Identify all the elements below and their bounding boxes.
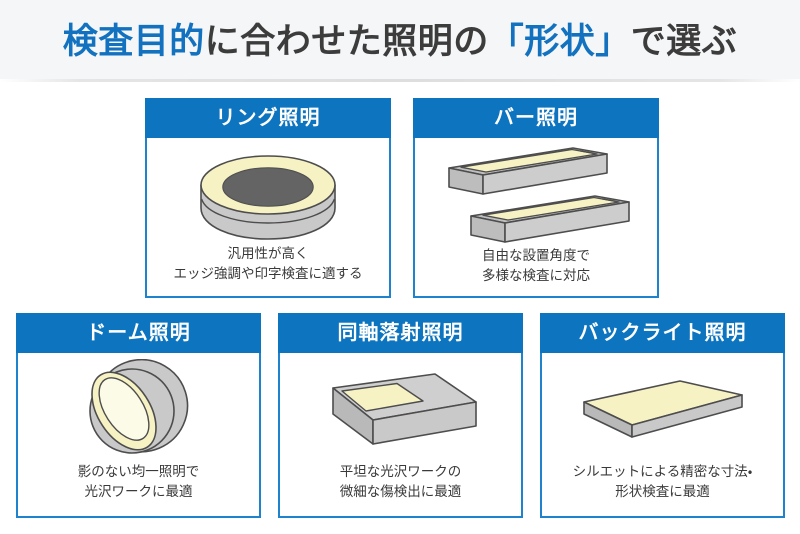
card-caption-coaxial-light: 平坦な光沢ワークの 微細な傷検出に最適 <box>339 463 462 499</box>
card-title-ring-light: リング照明 <box>145 98 391 138</box>
page-title-segment-1: 検査目的 <box>62 21 205 61</box>
card-title-dome-light: ドーム照明 <box>16 313 261 353</box>
card-body-ring-light: 汎用性が高く エッジ強調や印字検査に適する <box>147 138 389 297</box>
backlight-icon <box>583 380 743 439</box>
card-body-coaxial-light: 平坦な光沢ワークの 微細な傷検出に最適 <box>280 353 521 516</box>
card-row-bottom: ドーム照明 影のない均一照明で 光沢ワークに最適 <box>16 313 786 518</box>
page-title-segment-2: に合わせた照明の <box>204 21 489 61</box>
card-bar-light[interactable]: バー照明 <box>413 98 659 298</box>
card-dome-light[interactable]: ドーム照明 影のない均一照明で 光沢ワークに最適 <box>16 313 261 518</box>
card-caption-bar-light: 自由な設置角度で 多様な検査に対応 <box>482 248 590 284</box>
card-title-bar-light: バー照明 <box>413 98 659 138</box>
card-row-top: リング照明 汎用性が高く エッジ強調や印字検査に適する <box>145 98 660 298</box>
card-backlight[interactable]: バックライト照明 シルエットによる精密な寸法・ 形状検査に <box>540 313 785 518</box>
card-ring-light[interactable]: リング照明 汎用性が高く エッジ強調や印字検査に適する <box>145 98 391 298</box>
bar-light-icon <box>448 147 630 243</box>
card-coaxial-light[interactable]: 同軸落射照明 <box>278 313 523 518</box>
page-title-banner: 検査目的に合わせた照明の「形状」で選ぶ <box>0 0 800 82</box>
card-caption-backlight: シルエットによる精密な寸法・ 形状検査に最適 <box>572 463 753 499</box>
card-caption-dome-light: 影のない均一照明で 光沢ワークに最適 <box>77 463 200 499</box>
card-title-backlight: バックライト照明 <box>540 313 785 353</box>
ring-light-icon <box>200 155 336 240</box>
page-title-segment-3: 「形状」 <box>488 21 631 61</box>
figure-bar-light <box>415 142 657 246</box>
figure-backlight <box>542 357 783 462</box>
page-title-segment-4: で選ぶ <box>630 21 738 61</box>
coaxial-light-icon <box>332 373 477 446</box>
figure-ring-light <box>147 142 389 244</box>
dome-light-icon <box>88 359 188 455</box>
page-title: 検査目的に合わせた照明の「形状」で選ぶ <box>63 24 738 59</box>
card-body-backlight: シルエットによる精密な寸法・ 形状検査に最適 <box>542 353 783 516</box>
card-body-dome-light: 影のない均一照明で 光沢ワークに最適 <box>18 353 259 516</box>
card-title-coaxial-light: 同軸落射照明 <box>278 313 523 353</box>
card-caption-ring-light: 汎用性が高く エッジ強調や印字検査に適する <box>173 246 363 282</box>
card-body-bar-light: 自由な設置角度で 多様な検査に対応 <box>415 138 657 299</box>
figure-coaxial-light <box>280 357 521 462</box>
figure-dome-light <box>18 357 259 462</box>
